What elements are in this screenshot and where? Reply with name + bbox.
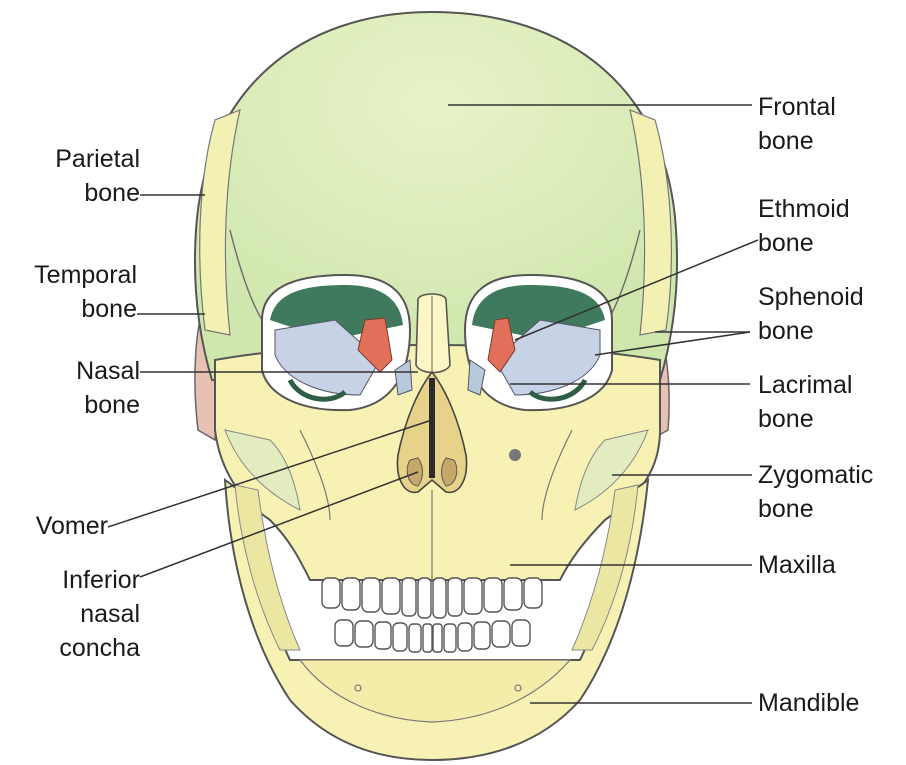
label-line: Inferior bbox=[59, 563, 140, 597]
label-frontal-bone: Frontal bone bbox=[758, 90, 836, 158]
label-line: Frontal bbox=[758, 90, 836, 124]
label-line: Lacrimal bbox=[758, 368, 852, 402]
label-nasal-bone: Nasal bone bbox=[76, 354, 140, 422]
foramen bbox=[509, 449, 521, 461]
label-line: Mandible bbox=[758, 686, 859, 720]
label-zygomatic-bone: Zygomatic bone bbox=[758, 458, 873, 526]
label-line: Nasal bbox=[76, 354, 140, 388]
label-line: Ethmoid bbox=[758, 192, 850, 226]
nasal-bone bbox=[416, 294, 450, 373]
label-line: bone bbox=[76, 388, 140, 422]
label-line: Sphenoid bbox=[758, 280, 864, 314]
label-line: bone bbox=[758, 402, 852, 436]
vomer-bone bbox=[429, 378, 435, 478]
label-ethmoid-bone: Ethmoid bone bbox=[758, 192, 850, 260]
label-line: bone bbox=[34, 292, 137, 326]
label-parietal-bone: Parietal bone bbox=[55, 142, 140, 210]
label-mandible: Mandible bbox=[758, 686, 859, 720]
label-line: bone bbox=[758, 314, 864, 348]
label-line: concha bbox=[59, 631, 140, 665]
label-line: nasal bbox=[59, 597, 140, 631]
label-line: Zygomatic bbox=[758, 458, 873, 492]
label-line: Vomer bbox=[36, 509, 108, 543]
lower-teeth bbox=[335, 620, 530, 652]
label-line: bone bbox=[758, 124, 836, 158]
label-line: bone bbox=[55, 176, 140, 210]
upper-teeth bbox=[322, 578, 542, 618]
label-sphenoid-bone: Sphenoid bone bbox=[758, 280, 864, 348]
label-line: bone bbox=[758, 492, 873, 526]
label-vomer: Vomer bbox=[36, 509, 108, 543]
label-temporal-bone: Temporal bone bbox=[34, 258, 137, 326]
label-maxilla: Maxilla bbox=[758, 548, 836, 582]
label-lacrimal-bone: Lacrimal bone bbox=[758, 368, 852, 436]
label-line: Temporal bbox=[34, 258, 137, 292]
label-line: Maxilla bbox=[758, 548, 836, 582]
label-line: bone bbox=[758, 226, 850, 260]
label-line: Parietal bbox=[55, 142, 140, 176]
label-inferior-nasal-concha: Inferior nasal concha bbox=[59, 563, 140, 665]
